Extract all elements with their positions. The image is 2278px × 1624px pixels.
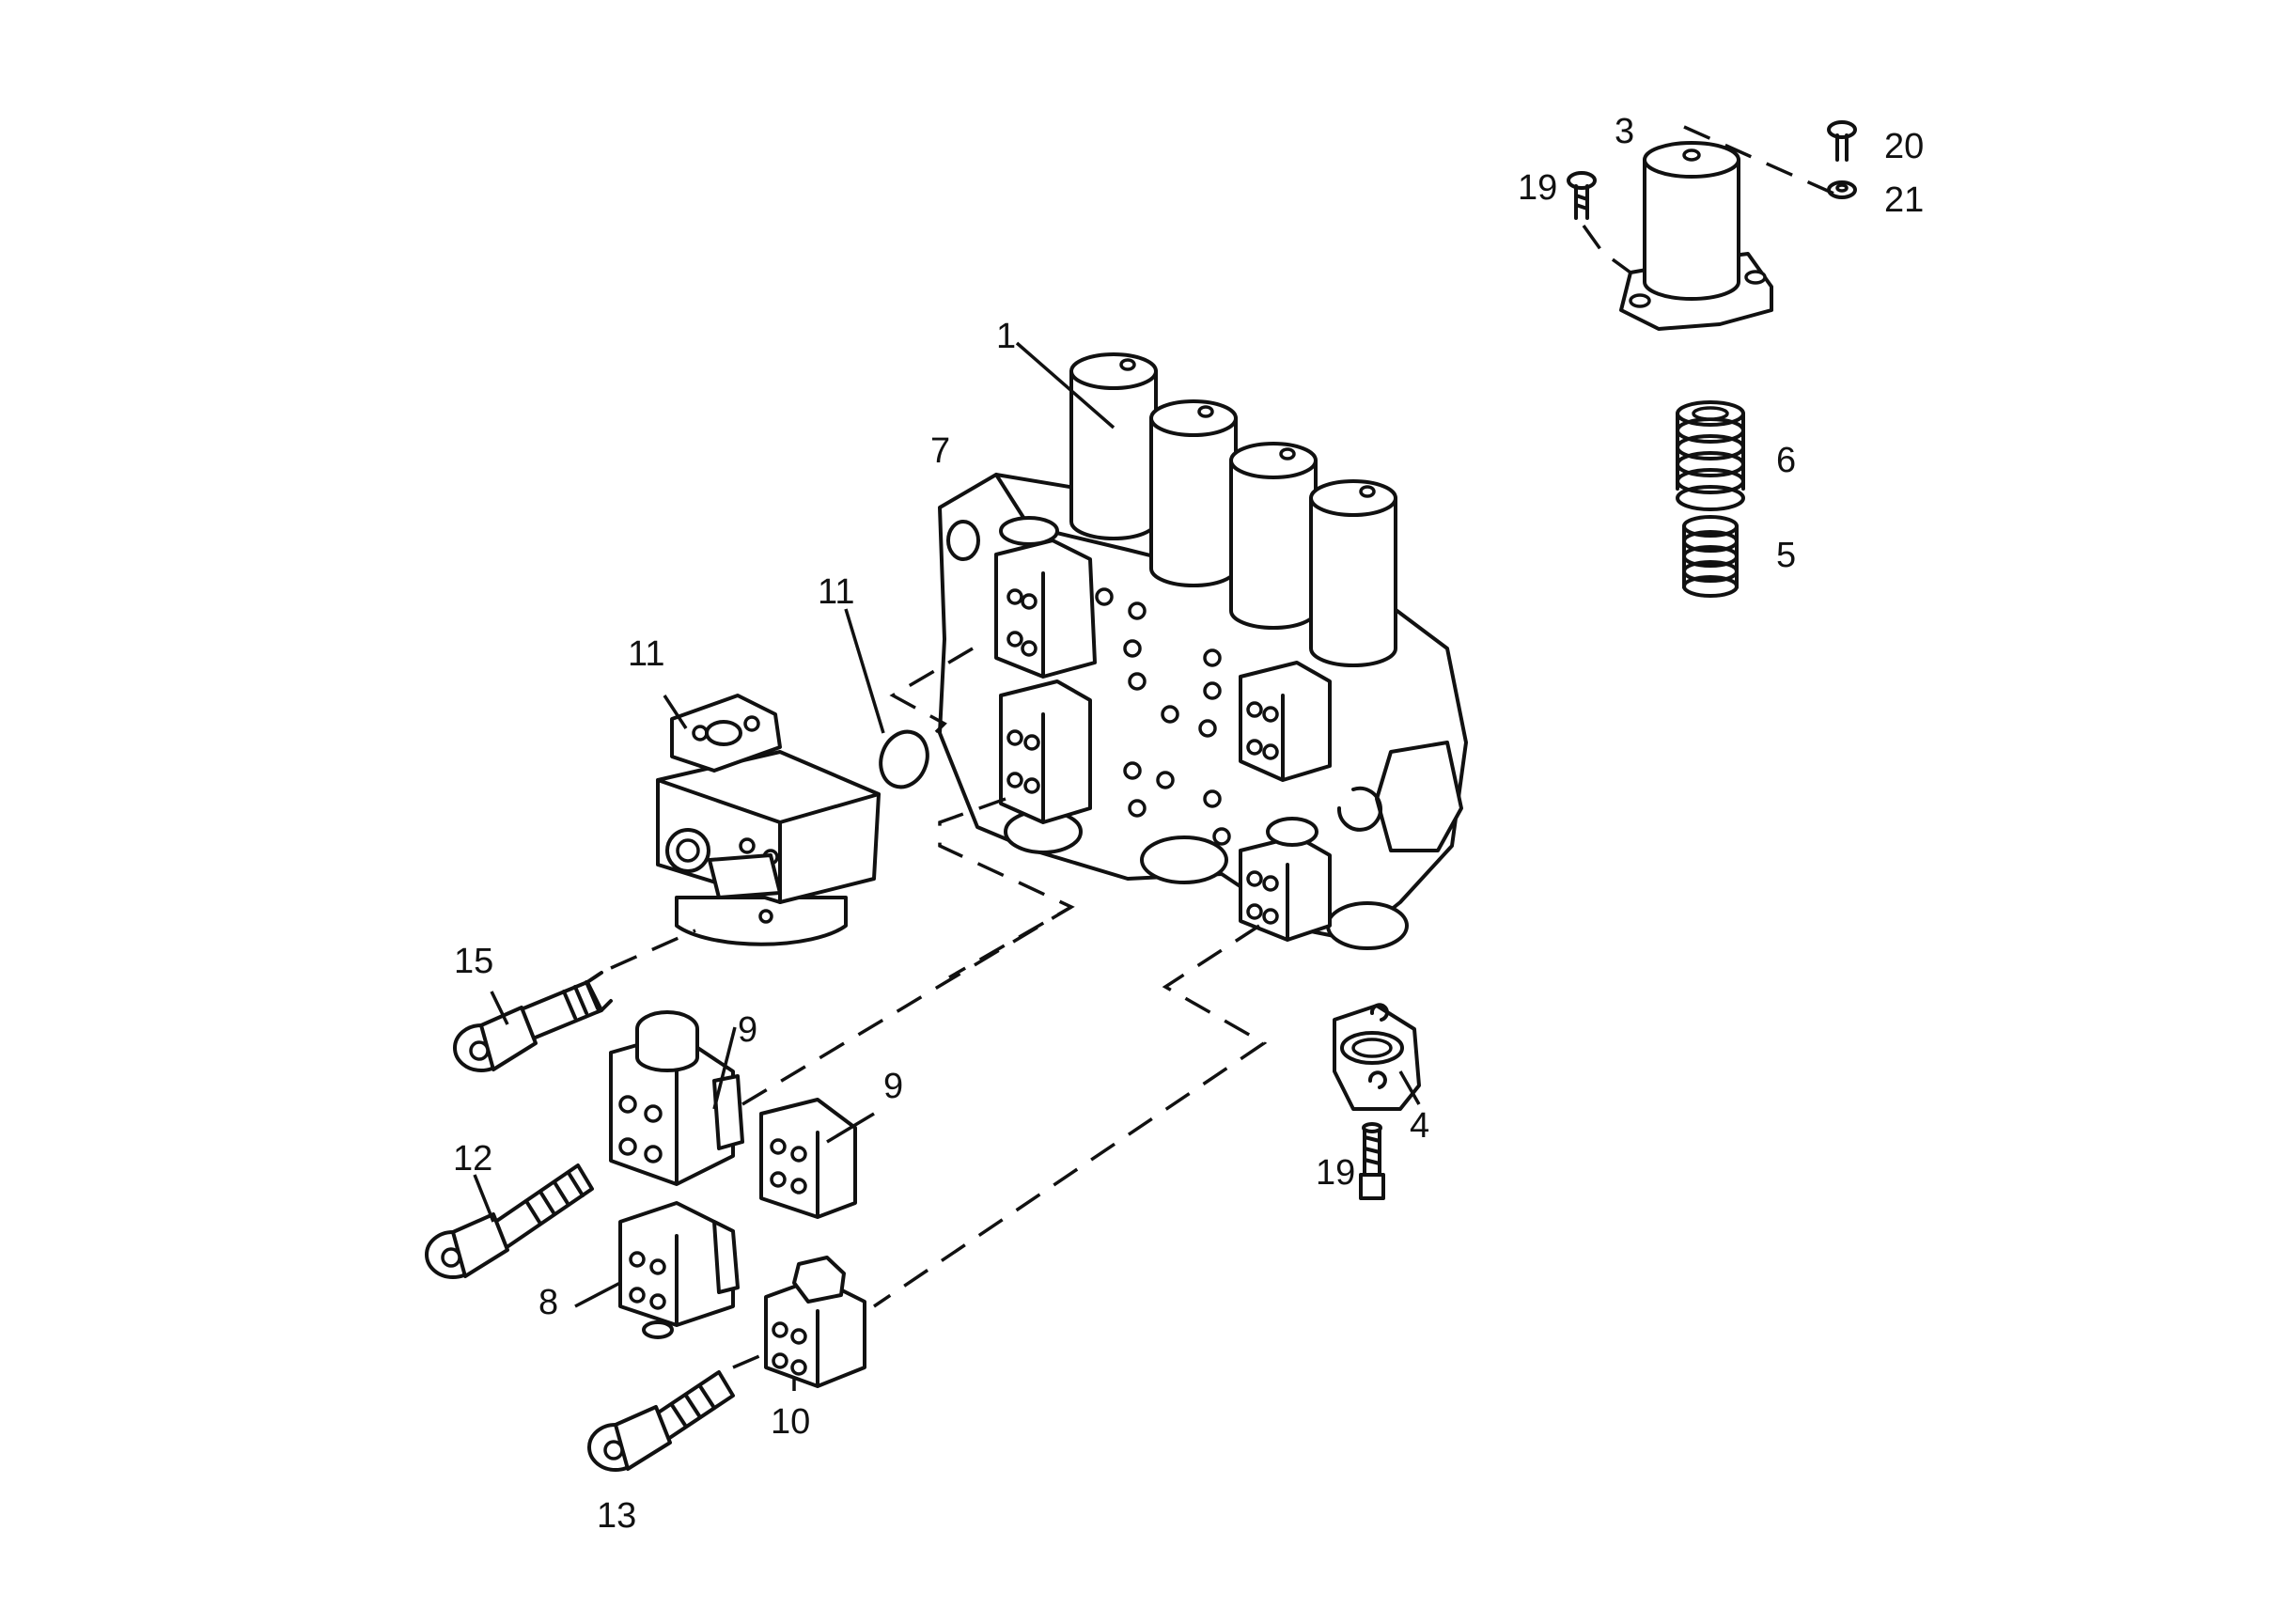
callout-7: 7	[930, 431, 950, 471]
screw-20	[1827, 120, 1857, 162]
callout-5: 5	[1776, 536, 1796, 575]
bolt-13	[587, 1370, 735, 1472]
valve-block-part-10	[764, 1256, 866, 1388]
callout-20: 20	[1884, 127, 1924, 166]
block-face-holes	[1095, 587, 1264, 846]
valve-block-part-9-right	[759, 1098, 857, 1219]
valve-block-part-8	[618, 1201, 740, 1339]
valve-block-part-9-left	[609, 1010, 744, 1186]
callout-4: 4	[1410, 1106, 1429, 1146]
coil-assembly-part-11	[656, 694, 881, 946]
assembly-dashed-lines	[610, 125, 1848, 1369]
callout-21: 21	[1884, 180, 1924, 220]
callout-19-top: 19	[1518, 168, 1557, 208]
callout-labels: 1 3 4 5 6 7 8 9 9 10 11 11 12 13 15 19 1…	[453, 112, 1924, 1536]
bolt-15	[453, 971, 613, 1072]
solenoid-housing-part-3	[1619, 141, 1773, 331]
callout-13: 13	[597, 1496, 636, 1536]
callout-1: 1	[996, 317, 1016, 356]
mounted-blocks	[994, 516, 1332, 942]
leader-lines	[473, 341, 1421, 1391]
solenoid-cylinders	[1069, 352, 1397, 667]
callout-11-oring: 11	[818, 572, 854, 612]
callout-11-coil: 11	[628, 634, 664, 674]
spring-5	[1682, 515, 1739, 598]
callout-12: 12	[453, 1139, 492, 1179]
callout-6: 6	[1776, 441, 1796, 480]
o-ring-part-11	[879, 729, 929, 789]
screw-19-bottom	[1359, 1122, 1385, 1200]
bolt-12	[425, 1163, 594, 1279]
screw-19-top	[1567, 171, 1597, 220]
callout-15: 15	[454, 942, 493, 981]
washer-21	[1827, 180, 1857, 199]
callout-9-left: 9	[738, 1010, 757, 1050]
callout-9-right: 9	[883, 1067, 903, 1106]
flange-part-4	[1333, 1003, 1421, 1111]
callout-3: 3	[1615, 112, 1634, 151]
spring-6	[1676, 400, 1745, 511]
callout-19-bottom: 19	[1316, 1153, 1355, 1193]
callout-10: 10	[771, 1402, 810, 1442]
callout-8: 8	[538, 1283, 558, 1322]
